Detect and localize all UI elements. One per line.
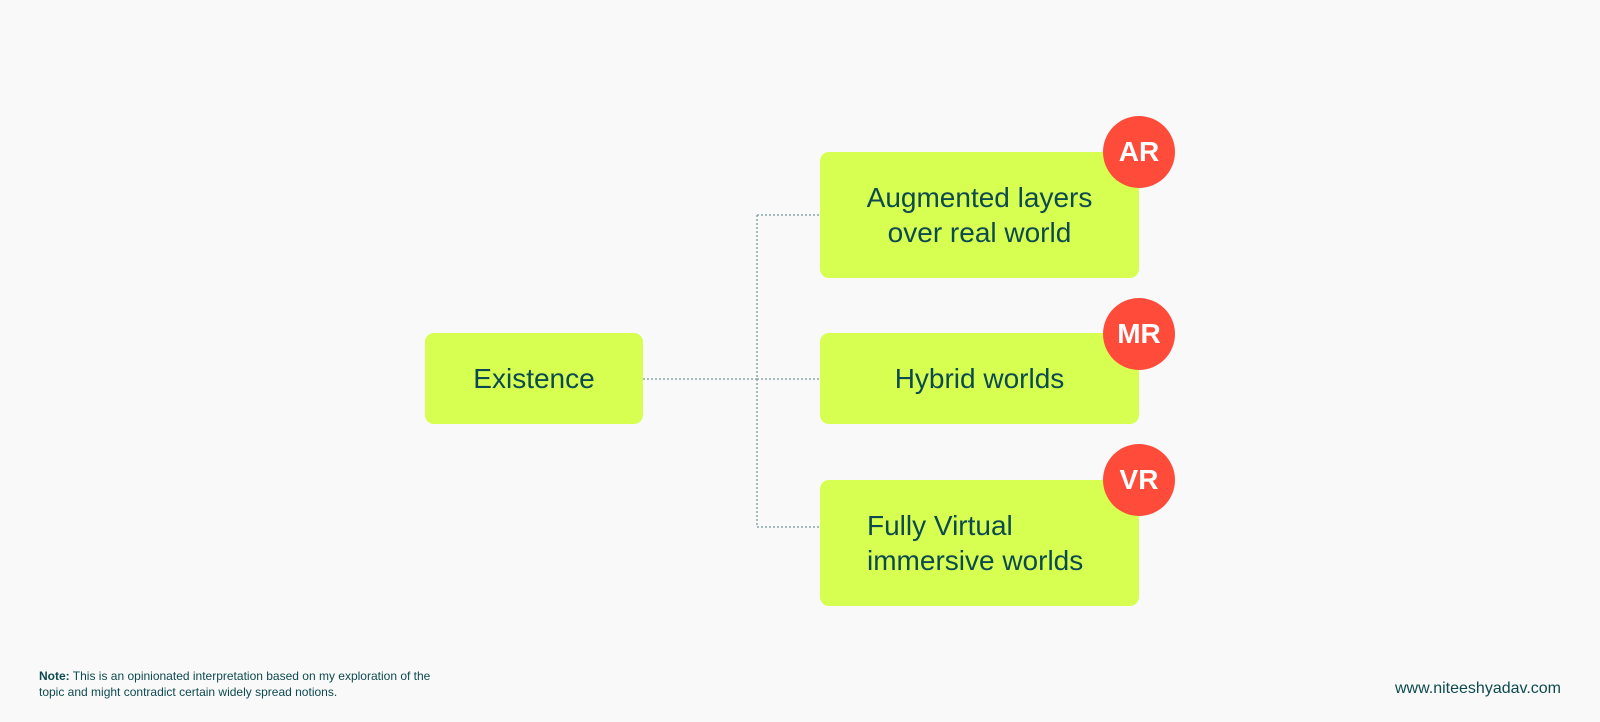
branch-node-mr-label: Hybrid worlds — [894, 363, 1065, 394]
footnote-text: This is an opinionated interpretation ba… — [39, 669, 431, 699]
branch-node-mr: Hybrid worlds — [820, 333, 1139, 424]
footnote: Note: This is an opinionated interpretat… — [39, 668, 449, 700]
branch-node-ar: Augmented layers over real world — [820, 152, 1139, 278]
footnote-prefix: Note: — [39, 669, 70, 683]
branch-node-vr: Fully Virtual immersive worlds — [820, 480, 1139, 606]
branch-node-ar-label: Augmented layers over real world — [866, 182, 1093, 248]
branch-node-vr-label: Fully Virtual immersive worlds — [867, 510, 1084, 576]
root-node: Existence — [425, 333, 643, 424]
badge-ar: AR — [1103, 116, 1175, 188]
badge-vr: VR — [1103, 444, 1175, 516]
badge-mr: MR — [1103, 298, 1175, 370]
website-link[interactable]: www.niteeshyadav.com — [1395, 680, 1561, 697]
root-node-label: Existence — [473, 363, 595, 394]
